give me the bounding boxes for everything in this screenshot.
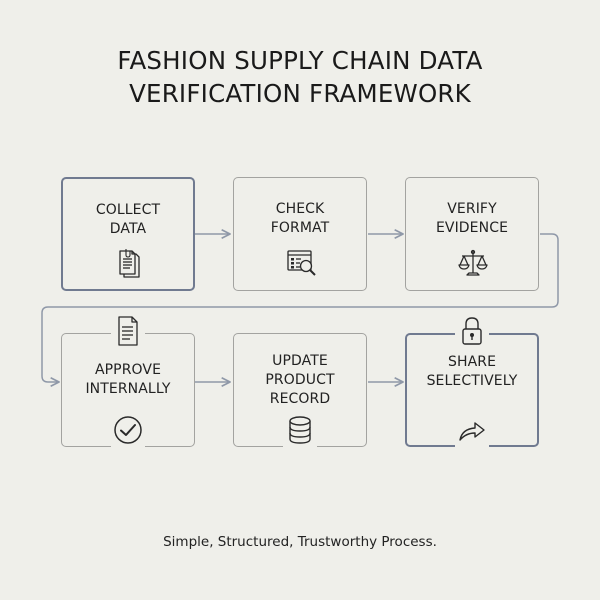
- step-label-line: SHARE: [447, 354, 497, 370]
- step-label: VERIFY EVIDENCE: [406, 200, 538, 238]
- step-share-selectively: SHARE SELECTIVELY: [405, 333, 539, 447]
- title-line-2: VERIFICATION FRAMEWORK: [129, 79, 471, 108]
- padlock-icon: [455, 314, 489, 348]
- page-title: FASHION SUPPLY CHAIN DATA VERIFICATION F…: [0, 44, 600, 110]
- database-icon: [283, 413, 317, 447]
- step-label: COLLECT DATA: [63, 201, 193, 239]
- documents-icon: [113, 247, 147, 281]
- step-verify-evidence: VERIFY EVIDENCE: [405, 177, 539, 291]
- step-label-line: COLLECT: [95, 202, 161, 218]
- step-label-line: INTERNALLY: [85, 381, 171, 397]
- step-label: APPROVE INTERNALLY: [62, 361, 194, 399]
- checkmark-circle-icon: [111, 413, 145, 447]
- step-label: CHECK FORMAT: [234, 200, 366, 238]
- document-icon: [111, 314, 145, 348]
- step-label-line: APPROVE: [94, 362, 162, 378]
- step-label-line: PRODUCT: [265, 372, 335, 388]
- step-label-line: DATA: [109, 221, 147, 237]
- step-label: UPDATE PRODUCT RECORD: [234, 352, 366, 409]
- form-magnifier-icon: [284, 246, 318, 280]
- step-label: SHARE SELECTIVELY: [407, 353, 537, 391]
- step-label-line: VERIFY: [447, 201, 497, 217]
- step-check-format: CHECK FORMAT: [233, 177, 367, 291]
- step-collect-data: COLLECT DATA: [61, 177, 195, 291]
- step-label-line: FORMAT: [270, 220, 330, 236]
- step-label-line: UPDATE: [272, 353, 328, 369]
- step-label-line: RECORD: [269, 391, 331, 407]
- step-label-line: EVIDENCE: [435, 220, 509, 236]
- scales-icon: [456, 246, 490, 280]
- share-arrow-icon: [455, 413, 489, 447]
- step-label-line: CHECK: [275, 201, 325, 217]
- footer-tagline: Simple, Structured, Trustworthy Process.: [163, 534, 437, 550]
- title-line-1: FASHION SUPPLY CHAIN DATA: [117, 46, 483, 75]
- step-label-line: SELECTIVELY: [426, 373, 518, 389]
